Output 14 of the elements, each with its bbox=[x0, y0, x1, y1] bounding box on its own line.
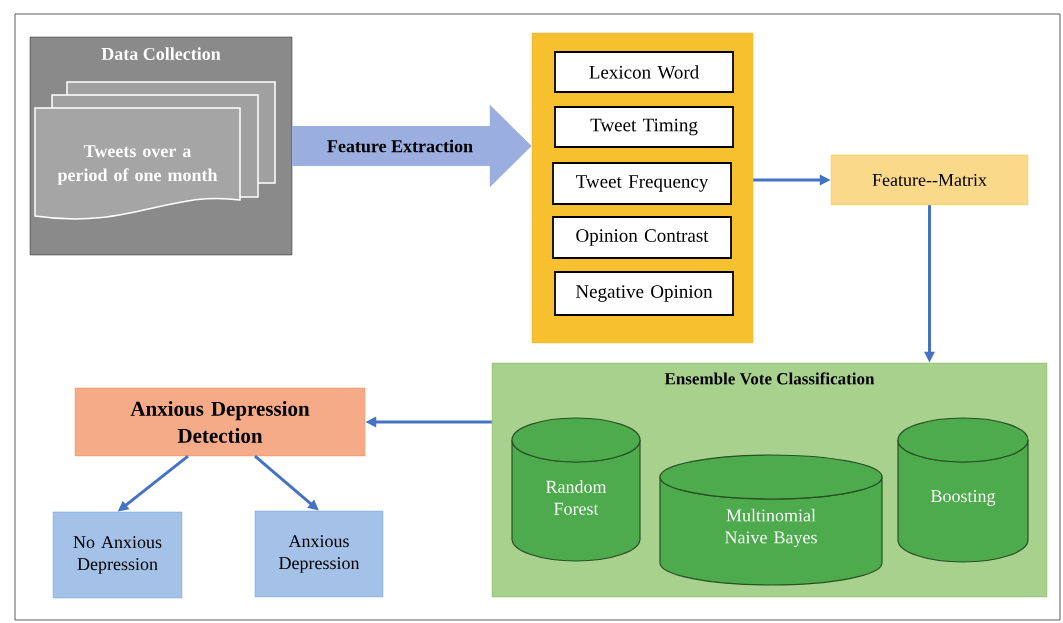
classifier-cylinder: Random Forest bbox=[511, 417, 641, 562]
class-box: Anxious Depression bbox=[254, 510, 384, 598]
classifier-cylinder: Boosting bbox=[897, 417, 1029, 563]
feature-box: Opinion Contrast bbox=[552, 216, 732, 259]
class-box: No Anxious Depression bbox=[52, 511, 183, 599]
feature-box: Lexicon Word bbox=[554, 51, 734, 93]
feature-box: Negative Opinion bbox=[554, 271, 734, 316]
result-box: Anxious Depression Detection bbox=[74, 387, 366, 457]
matrix-box: Feature--Matrix bbox=[830, 154, 1029, 206]
document-stack-drawing: Tweets over a period of one month bbox=[34, 81, 276, 220]
classifier-cylinder: Multinomial Naive Bayes bbox=[659, 454, 883, 586]
edge-label: Feature Extraction bbox=[327, 139, 473, 153]
feature-box: Tweet Frequency bbox=[552, 162, 732, 205]
feature-box: Tweet Timing bbox=[554, 106, 734, 148]
